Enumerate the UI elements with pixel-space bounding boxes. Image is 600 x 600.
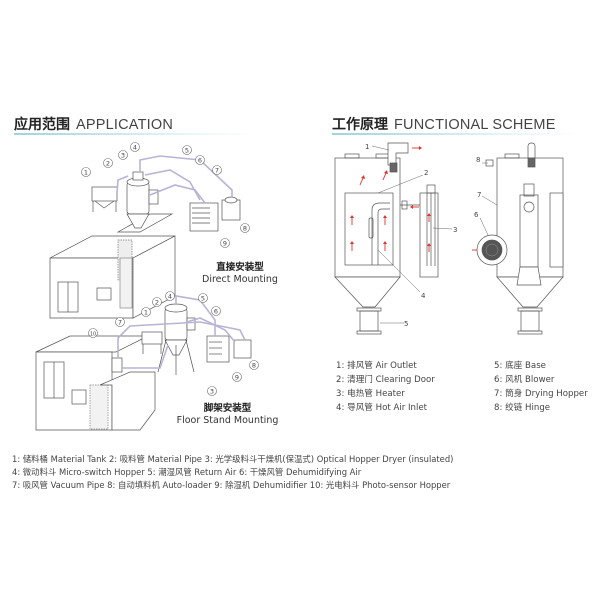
heading-underline: [332, 133, 577, 135]
legend-line: 1: 储料桶 Material Tank 2: 吸料管 Material Pip…: [12, 454, 454, 464]
application-heading: 应用范围 APPLICATION: [14, 114, 173, 134]
legend-number: 5:: [494, 361, 503, 371]
functional-heading-en: FUNCTIONAL SCHEME: [394, 117, 556, 133]
callout-number: 3: [453, 226, 457, 234]
material-tank: [141, 331, 163, 354]
callout-number: 2: [155, 299, 159, 307]
hopper-dryer: [126, 171, 159, 229]
material-tank: [91, 186, 118, 212]
callout-number: 8: [252, 362, 256, 370]
injection-machine: [35, 335, 156, 431]
legend-number: 8:: [494, 403, 503, 413]
direct-mounting-en: Direct Mounting: [202, 274, 278, 285]
callout-number: 5: [201, 295, 205, 303]
legend-number: 7:: [494, 389, 503, 399]
legend-item: 4: 导风管 Hot Air Inlet: [336, 401, 435, 415]
callout-number: 6: [198, 157, 202, 165]
legend-line: 4: 微动料斗 Micro-switch Hopper 5: 潮湿风管 Retu…: [12, 467, 362, 477]
heading-underline: [14, 133, 254, 135]
callout-number: 9: [223, 240, 227, 248]
legend-number: 2:: [336, 375, 345, 385]
injection-machine: [49, 213, 176, 319]
direct-mounting-cn: 直接安装型: [216, 262, 264, 273]
application-heading-en: APPLICATION: [76, 117, 174, 133]
callout-number: 1: [365, 143, 369, 151]
functional-heading: 工作原理 FUNCTIONAL SCHEME: [332, 114, 556, 134]
scheme-right-unit: [476, 142, 564, 335]
legend-line: 7: 吸风管 Vacuum Pipe 8: 自动填料机 Auto-loader …: [12, 480, 451, 490]
callout-number: 9: [235, 374, 239, 382]
scheme-left-unit: [334, 142, 439, 335]
scheme-legend-col1: 1: 排风管 Air Outlet 2: 清理门 Clearing Door 3…: [336, 359, 435, 415]
legend-item: 6: 风机 Blower: [494, 373, 588, 387]
floor-stand-en: Floor Stand Mounting: [176, 415, 279, 426]
legend-text: 底座 Base: [505, 361, 546, 371]
dehumidifier: [189, 202, 219, 232]
hopper-dryer-stand: [157, 303, 196, 375]
legend-number: 4:: [336, 403, 345, 413]
floor-stand-diagram: [35, 295, 252, 431]
legend-text: 排风管 Air Outlet: [347, 361, 417, 371]
legend-text: 清理门 Clearing Door: [347, 375, 435, 385]
dehumidifier: [206, 335, 230, 363]
floor-stand-label: 脚架安装型 Floor Stand Mounting: [165, 403, 290, 427]
legend-text: 电热管 Heater: [347, 389, 405, 399]
legend-text: 导风管 Hot Air Inlet: [347, 403, 428, 413]
legend-number: 1:: [336, 361, 345, 371]
callout-number: 4: [133, 144, 137, 152]
callout-number: 7: [477, 191, 481, 199]
callout-number: 1: [84, 169, 88, 177]
legend-text: 风机 Blower: [505, 375, 555, 385]
legend-number: 6:: [494, 375, 503, 385]
direct-mounting-diagram: [49, 155, 241, 319]
callout-number: 2: [424, 169, 428, 177]
application-callouts: 1 2 3 4 5 6 7 8 9 10 7 1 2 4 5 6 8 9 3: [81, 142, 259, 396]
callout-number: 10: [90, 332, 96, 338]
legend-text: 绞链 Hinge: [505, 403, 551, 413]
callout-number: 8: [476, 156, 480, 164]
callout-number: 6: [214, 308, 218, 316]
callout-number: 3: [121, 152, 125, 160]
callout-number: 8: [243, 225, 247, 233]
callout-number: 5: [404, 320, 408, 328]
pipes: [116, 155, 233, 204]
legend-item: 3: 电热管 Heater: [336, 387, 435, 401]
direct-mounting-label: 直接安装型 Direct Mounting: [198, 262, 282, 286]
legend-item: 7: 筒身 Drying Hopper: [494, 387, 588, 401]
scheme-legend-col2: 5: 底座 Base 6: 风机 Blower 7: 筒身 Drying Hop…: [494, 359, 588, 415]
legend-text: 筒身 Drying Hopper: [505, 389, 588, 399]
application-heading-cn: 应用范围: [14, 117, 70, 133]
legend-item: 2: 清理门 Clearing Door: [336, 373, 435, 387]
callout-number: 7: [118, 319, 122, 327]
legend-item: 8: 绞链 Hinge: [494, 401, 588, 415]
functional-heading-cn: 工作原理: [332, 117, 388, 133]
auto-loader: [221, 196, 241, 221]
callout-number: 2: [106, 160, 110, 168]
legend-number: 3:: [336, 389, 345, 399]
callout-number: 4: [168, 293, 172, 301]
legend-item: 1: 排风管 Air Outlet: [336, 359, 435, 373]
callout-number: 6: [474, 211, 479, 219]
callout-number: 3: [210, 388, 214, 396]
callout-number: 4: [421, 292, 426, 300]
application-legend: 1: 储料桶 Material Tank 2: 吸料管 Material Pip…: [12, 453, 453, 492]
scheme-callouts: 1 2 3 4 5 8 7 6: [365, 143, 498, 328]
callout-number: 7: [215, 167, 219, 175]
callout-number: 5: [185, 147, 189, 155]
floor-stand-cn: 脚架安装型: [203, 403, 252, 414]
legend-item: 5: 底座 Base: [494, 359, 588, 373]
auto-loader: [233, 339, 252, 359]
callout-number: 1: [144, 309, 148, 317]
